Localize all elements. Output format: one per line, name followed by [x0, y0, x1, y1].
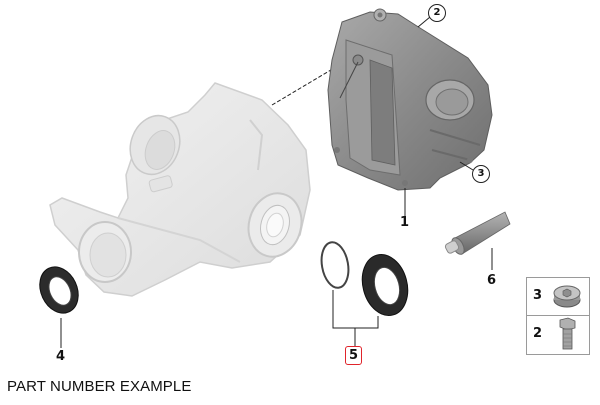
screw-plug-icon	[553, 285, 581, 308]
callout-3[interactable]: 3	[472, 165, 490, 183]
callout-5-highlighted[interactable]: 5	[345, 346, 363, 365]
leader-line-2	[417, 16, 431, 28]
callout-6[interactable]: 6	[487, 273, 497, 288]
inset-label-3: 3	[533, 288, 543, 303]
callout-2[interactable]: 2	[428, 4, 446, 22]
caption: PART NUMBER EXAMPLE	[7, 378, 192, 395]
circlip	[320, 241, 350, 289]
inset-item-bolt[interactable]: 2	[527, 316, 589, 354]
leader-line-3	[459, 161, 474, 171]
bolt-icon	[559, 317, 576, 350]
rear-cover	[327, 8, 493, 191]
shaft-seal-left	[39, 266, 79, 314]
callout-4[interactable]: 4	[56, 349, 66, 364]
callout-1[interactable]: 1	[400, 215, 410, 230]
inset-label-2: 2	[533, 326, 543, 341]
inset-item-screw-plug[interactable]: 3	[527, 278, 589, 316]
shaft-seal-right	[361, 254, 409, 316]
differential-housing	[49, 82, 311, 297]
sealant-tube	[444, 211, 511, 255]
small-parts-inset: 3 2	[526, 277, 590, 355]
